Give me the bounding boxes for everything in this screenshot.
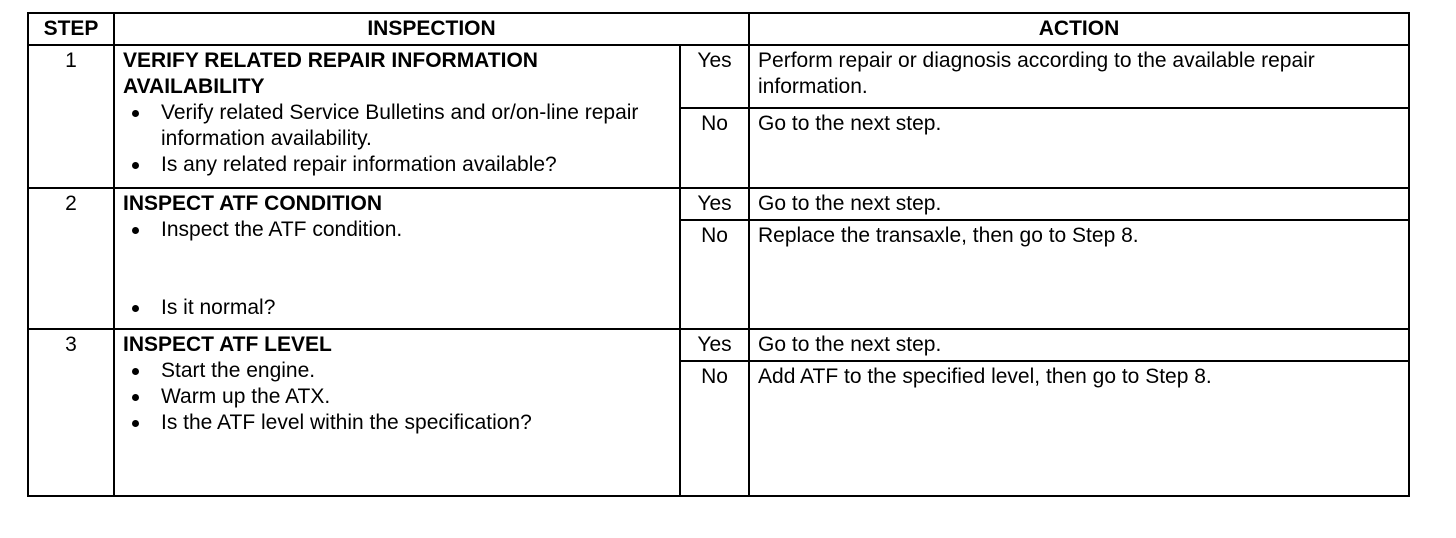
inspection-bullet: Verify related Service Bulletins and or/… [123,100,671,152]
table-row: 1 VERIFY RELATED REPAIR INFORMATION AVAI… [27,44,1411,190]
table-row: 2 INSPECT ATF CONDITION Inspect the ATF … [27,187,1411,330]
no-label: No [678,106,751,190]
step-number: 2 [27,187,115,330]
inspection-title: INSPECT ATF LEVEL [123,332,332,356]
yes-label: Yes [678,44,751,109]
yes-action: Go to the next step. [748,187,1411,222]
inspection-bullet: Warm up the ATX. [123,384,671,410]
header-step: STEP [27,11,115,47]
table-row: No Go to the next step. [28,106,1411,190]
header-inspection: INSPECTION [112,11,751,47]
diagnostic-procedure-table: STEP INSPECTION ACTION 1 VERIFY RELATED … [27,11,1411,498]
inspection-bullets: Start the engine. Warm up the ATX. Is th… [123,358,671,436]
no-action: Add ATF to the specified level, then go … [748,360,1411,497]
inspection-cell: VERIFY RELATED REPAIR INFORMATION AVAILA… [113,44,681,190]
step-number: 1 [27,44,115,190]
inspection-cell: INSPECT ATF CONDITION Inspect the ATF co… [113,187,681,330]
inspection-title: INSPECT ATF CONDITION [123,192,382,216]
step-number: 3 [27,327,115,498]
table-row: No Replace the transaxle, then go to Ste… [28,219,1411,330]
no-label: No [678,219,751,330]
no-action: Replace the transaxle, then go to Step 8… [748,219,1411,330]
inspection-bullet: Is it normal? [123,295,671,321]
yes-label: Yes [678,327,751,363]
header-row: STEP INSPECTION ACTION [27,11,1411,47]
header-action: ACTION [748,11,1411,47]
no-action: Go to the next step. [748,106,1411,190]
inspection-bullet: Start the engine. [123,358,671,384]
inspection-bullet: Is any related repair information availa… [123,152,671,178]
table-row: 3 INSPECT ATF LEVEL Start the engine. Wa… [27,327,1411,498]
yes-action: Perform repair or diagnosis according to… [748,44,1411,109]
yes-label: Yes [678,187,751,222]
inspection-bullets: Verify related Service Bulletins and or/… [123,100,671,178]
yes-action: Go to the next step. [748,327,1411,363]
table-row: No Add ATF to the specified level, then … [28,360,1411,497]
inspection-title: VERIFY RELATED REPAIR INFORMATION AVAILA… [123,49,538,99]
inspection-bullets: Inspect the ATF condition. Is it normal? [123,217,671,321]
inspection-bullet: Is the ATF level within the specificatio… [123,410,671,436]
no-label: No [678,360,751,497]
inspection-cell: INSPECT ATF LEVEL Start the engine. Warm… [113,327,681,498]
inspection-bullet: Inspect the ATF condition. [123,217,671,243]
